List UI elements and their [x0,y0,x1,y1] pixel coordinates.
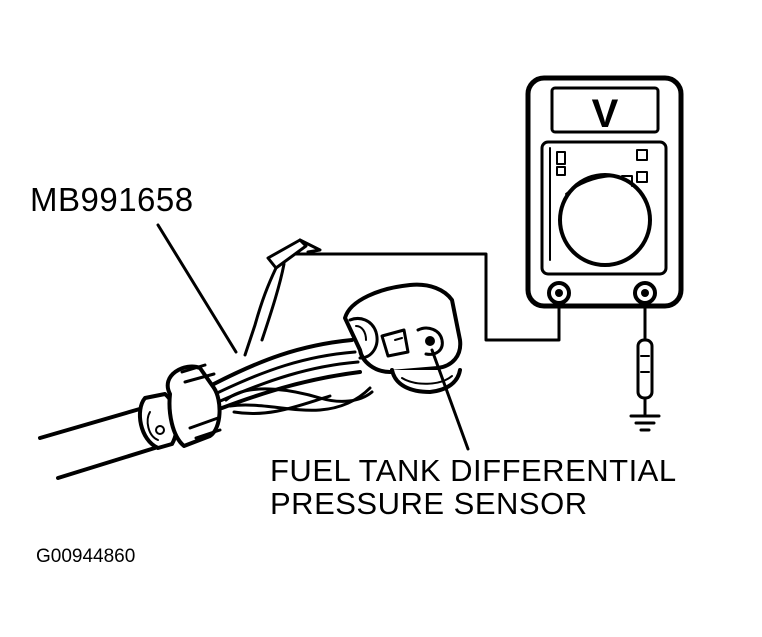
range-indicator-icon [556,166,566,176]
figure-id: G00944860 [36,546,136,567]
sensor-label-line2: PRESSURE SENSOR [270,486,588,521]
multimeter-display [550,86,660,134]
multimeter-dial-panel [540,140,668,276]
ground-icon [629,414,661,432]
sensor-leader-line [430,348,470,451]
test-harness-connector [137,363,222,450]
positive-test-lead [288,252,561,342]
wiring-harness [38,338,374,480]
alligator-clip-icon [243,238,322,357]
sensor-label-line1: FUEL TANK DIFFERENTIAL [270,453,677,488]
range-indicator-icon [636,171,648,183]
range-indicator-icon [636,149,648,161]
tool-leader-line [156,223,238,354]
tool-number-label: MB991658 [30,181,194,218]
range-indicator-icon [556,151,566,165]
multimeter-dial [558,173,652,267]
multimeter: V [525,75,684,309]
multimeter-display-symbol: V [592,92,619,136]
negative-test-lead [636,301,654,416]
